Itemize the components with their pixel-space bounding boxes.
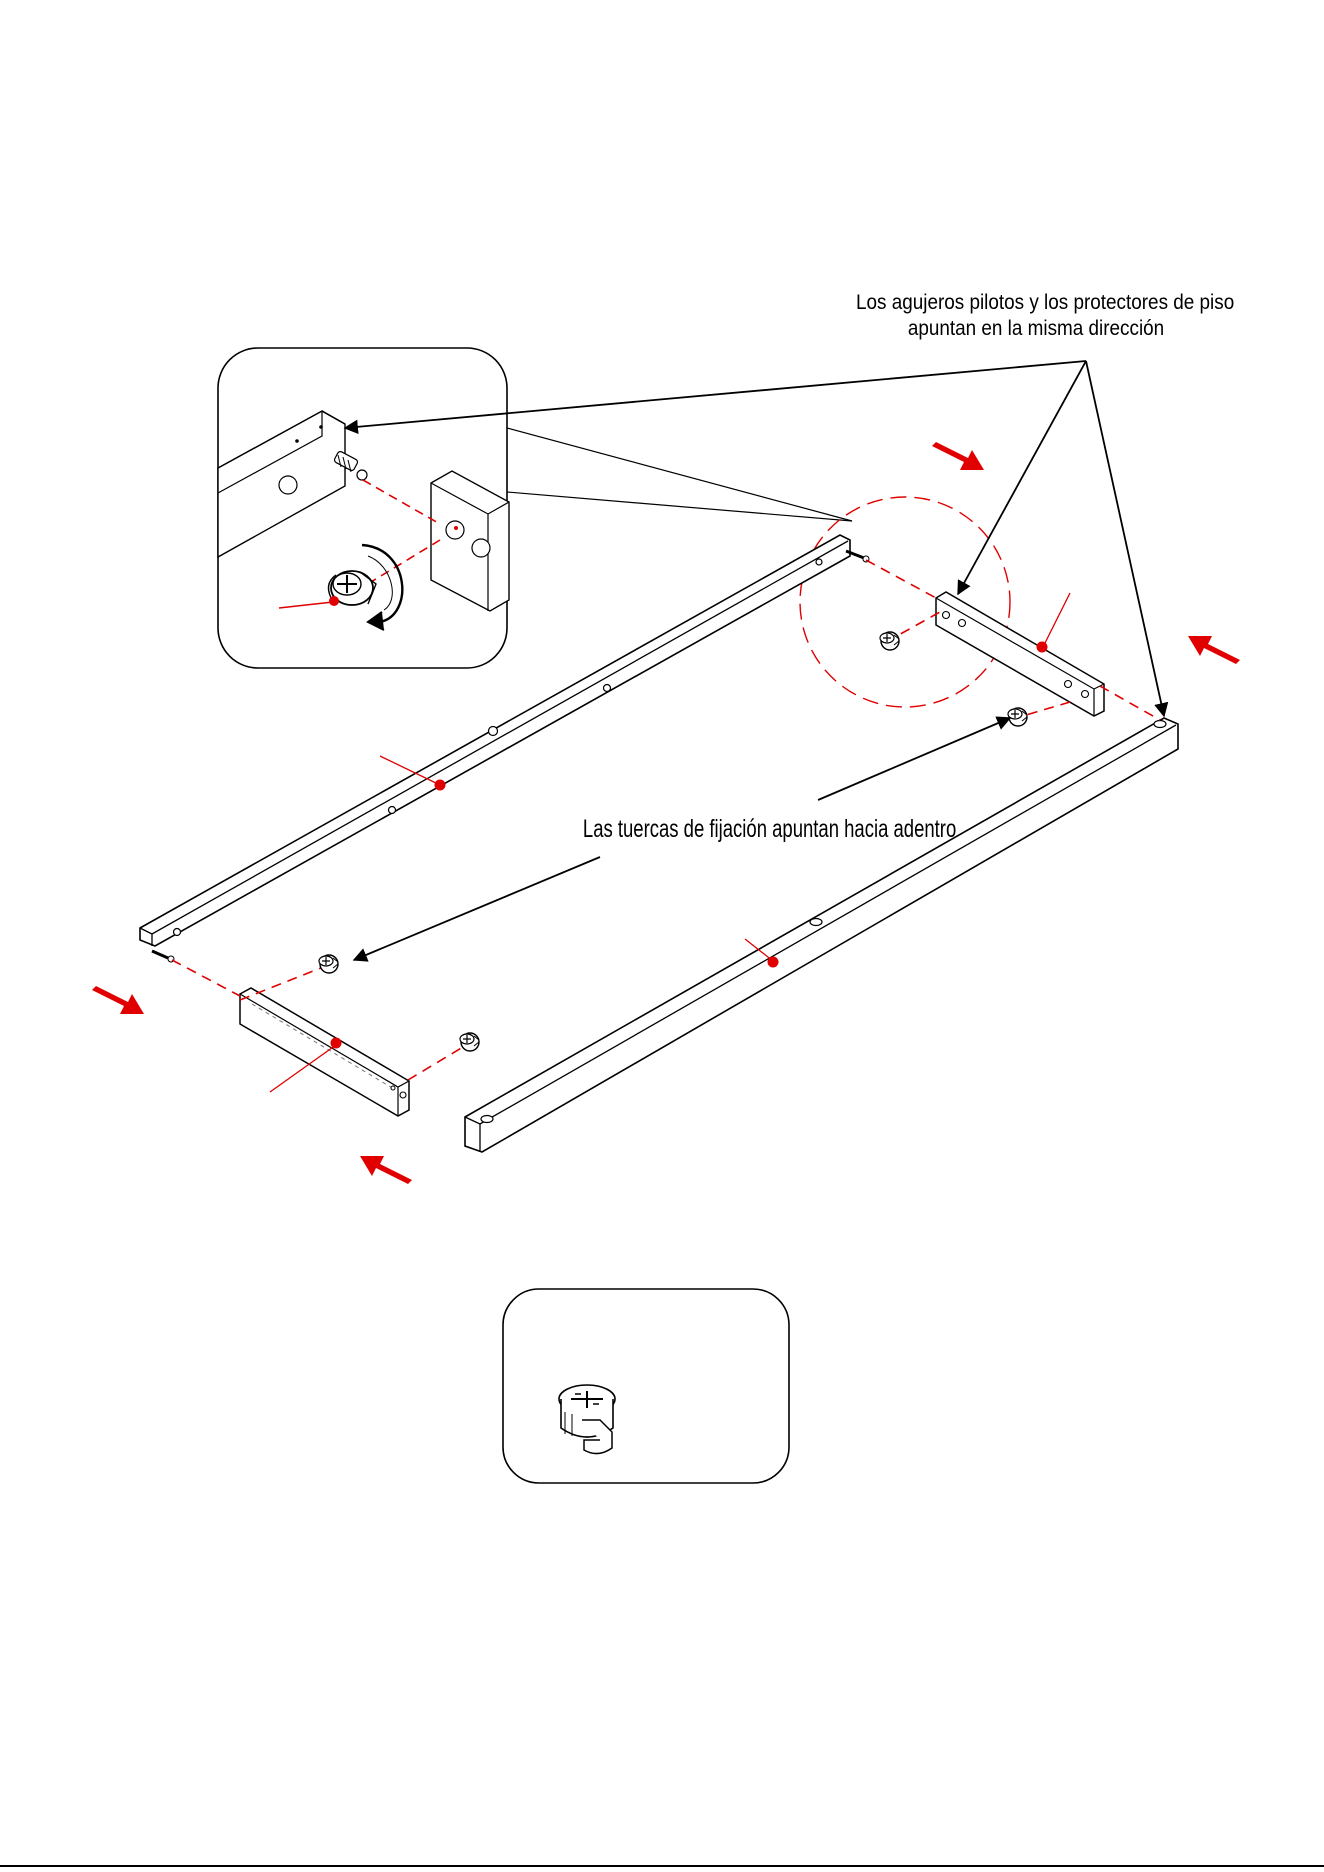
part-marker-icon [435, 780, 446, 791]
part-marker-icon [1037, 642, 1048, 653]
right-long-rail [465, 718, 1178, 1152]
hardware-box [503, 1289, 789, 1483]
pilot-holes-callout: Los agujeros pilotos y los protectores d… [856, 290, 1216, 342]
part-marker-icon [768, 957, 779, 968]
cam-lock-callout: Las tuercas de fijación apuntan hacia ad… [583, 814, 827, 844]
cam-lock-icon [1008, 708, 1027, 726]
detail-area-circle [800, 497, 1010, 707]
cam-lock-icon [460, 1033, 479, 1051]
bolt-icon [152, 951, 174, 962]
bottom-end-rail [240, 988, 409, 1116]
top-end-rail [936, 592, 1104, 716]
cam-lock-icon [319, 955, 338, 973]
red-arrow-icon [1188, 636, 1240, 664]
part-marker-icon [331, 1038, 342, 1049]
red-arrow-icon [932, 442, 984, 470]
red-arrow-icon [92, 986, 144, 1014]
pilot-holes-callout-line2: apuntan en la misma dirección [856, 316, 1216, 342]
pilot-holes-callout-line1: Los agujeros pilotos y los protectores d… [856, 290, 1216, 316]
cam-lock-icon [880, 632, 899, 650]
red-arrow-icon [360, 1156, 412, 1184]
detail-inset [218, 348, 852, 668]
part-marker-icon [329, 596, 339, 606]
